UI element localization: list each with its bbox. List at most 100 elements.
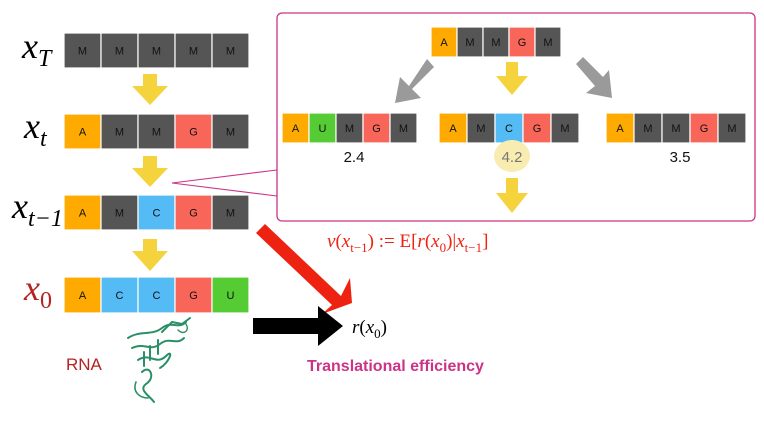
token-letter: M	[152, 46, 161, 58]
token-letter: M	[115, 46, 124, 58]
token-letter: U	[319, 123, 327, 135]
label-xt-minus-1: xt−1	[11, 186, 63, 232]
token-cell	[174, 113, 213, 150]
token-letter: M	[727, 123, 736, 135]
token-letter: A	[292, 123, 300, 135]
token-cell	[211, 113, 250, 150]
token-letter: G	[700, 123, 709, 135]
red-arrow	[256, 224, 352, 314]
token-cell	[456, 26, 484, 58]
candidate-score-3: 3.5	[670, 149, 691, 166]
token-cell	[100, 276, 139, 314]
token-letter: M	[643, 123, 652, 135]
inset-panel	[276, 12, 756, 222]
token-cell	[308, 112, 337, 144]
token-letter: C	[153, 290, 161, 302]
token-letter: M	[78, 46, 87, 58]
gray-arrow-right	[576, 57, 612, 98]
token-cell	[389, 112, 418, 144]
token-cell	[689, 112, 719, 144]
token-cell	[211, 32, 250, 69]
callout-connector	[171, 169, 278, 197]
token-cell	[137, 276, 176, 314]
label-xT: xT	[21, 26, 53, 72]
reward-label: r(x0)	[352, 317, 387, 341]
yellow-arrow-center	[496, 62, 528, 95]
token-letter: A	[440, 37, 448, 49]
token-letter: M	[189, 46, 198, 58]
label-x0: x0	[23, 268, 52, 314]
token-cell	[137, 113, 176, 150]
token-letter: G	[189, 208, 198, 220]
token-letter: M	[671, 123, 680, 135]
token-letter: A	[616, 123, 624, 135]
token-cell	[63, 113, 102, 150]
token-cell	[362, 112, 391, 144]
token-cell	[550, 112, 580, 144]
token-cell	[63, 194, 102, 231]
token-cell	[211, 276, 250, 314]
token-cell	[63, 32, 102, 69]
token-cell	[430, 26, 458, 58]
token-letter: M	[491, 37, 500, 49]
token-cell	[137, 194, 176, 231]
token-letter: G	[372, 123, 381, 135]
token-cell	[281, 112, 310, 144]
token-cell	[100, 194, 139, 231]
gray-arrow-left	[395, 59, 434, 103]
token-letter: M	[543, 37, 552, 49]
black-arrow	[253, 306, 343, 346]
token-letter: M	[115, 208, 124, 220]
label-xt: xt	[23, 106, 48, 152]
token-letter: M	[115, 127, 124, 139]
token-cell	[100, 113, 139, 150]
token-letter: A	[449, 123, 457, 135]
yellow-arrow-2	[132, 156, 168, 187]
token-cell	[100, 32, 139, 69]
token-cell	[174, 32, 213, 69]
candidate-score-1: 2.4	[344, 149, 365, 166]
yellow-arrow-below-score	[496, 178, 528, 213]
token-letter: A	[79, 208, 87, 220]
token-cell	[211, 194, 250, 231]
token-letter: C	[116, 290, 124, 302]
token-cell	[717, 112, 747, 144]
token-letter: M	[226, 208, 235, 220]
token-letter: M	[345, 123, 354, 135]
score-highlight	[494, 140, 530, 172]
token-letter: G	[189, 127, 198, 139]
token-cell	[534, 26, 562, 58]
token-letter: M	[152, 127, 161, 139]
translational-efficiency-label: Translational efficiency	[307, 358, 484, 375]
rna-structure-illustration	[127, 317, 191, 403]
token-letter: C	[153, 208, 161, 220]
yellow-arrow-1	[132, 74, 168, 105]
token-letter: U	[227, 290, 235, 302]
token-letter: A	[79, 290, 87, 302]
rna-label: RNA	[66, 355, 103, 374]
token-letter: M	[560, 123, 569, 135]
candidate-score-2: 4.2	[502, 149, 523, 166]
value-function-formula: v(xt−1) := E[r(x0)|xt−1]	[327, 231, 488, 255]
token-letter: M	[465, 37, 474, 49]
token-letter: A	[79, 127, 87, 139]
token-cell	[174, 276, 213, 314]
token-letter: C	[505, 123, 513, 135]
token-letter: G	[518, 37, 527, 49]
token-letter: G	[533, 123, 542, 135]
token-letter: M	[399, 123, 408, 135]
token-letter: G	[189, 290, 198, 302]
yellow-arrow-3	[132, 239, 168, 271]
token-cell	[63, 276, 102, 314]
token-letter: M	[226, 127, 235, 139]
token-cell	[438, 112, 468, 144]
